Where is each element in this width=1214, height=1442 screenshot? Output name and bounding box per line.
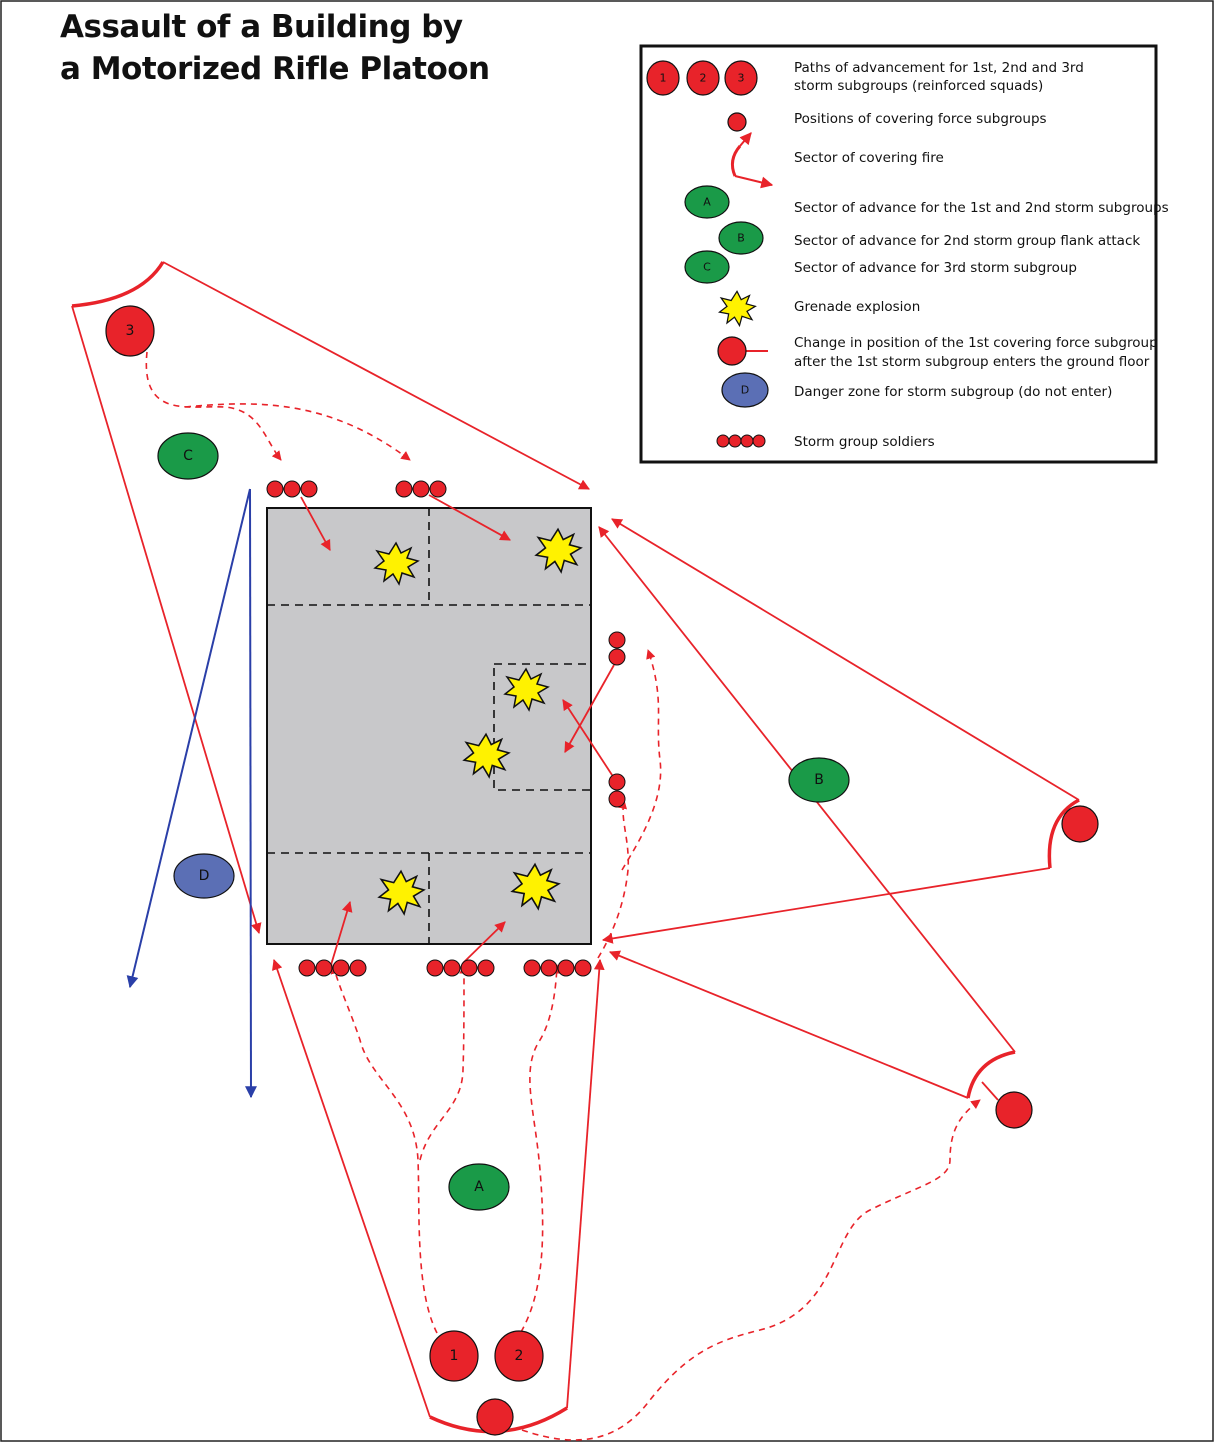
- sector-markers: C B A D: [157, 432, 850, 1211]
- legend-covering-position-icon: [727, 112, 747, 132]
- legend-storm-paths-line1: Paths of advancement for 1st, 2nd and 3r…: [794, 60, 1084, 76]
- covering-force-bottom-right: [995, 1091, 1033, 1129]
- soldiers-bottom-2: [426, 959, 495, 977]
- internal-assault-arrows: [300, 494, 615, 966]
- soldiers-right-upper: [608, 631, 626, 666]
- soldiers-top-right: [395, 480, 447, 498]
- sector-c: [157, 432, 219, 480]
- legend-storm-paths-line2: storm subgroups (reinforced squads): [794, 78, 1043, 94]
- legend-sector-c-icon: [684, 250, 730, 284]
- storm-subgroup-2-label: 2: [515, 1348, 524, 1364]
- sector-b-label: B: [814, 772, 824, 788]
- legend-danger-zone: Danger zone for storm subgroup (do not e…: [794, 384, 1112, 400]
- legend-storm-markers: 1 2 3: [646, 60, 758, 96]
- legend-sector-b-icon: [718, 221, 764, 255]
- legend-danger-zone-icon: [721, 372, 769, 408]
- sector-a: [448, 1163, 510, 1211]
- storm-subgroup-3: [105, 305, 155, 357]
- title-line-2: a Motorized Rifle Platoon: [60, 51, 490, 87]
- legend-covering-positions: Positions of covering force subgroups: [794, 111, 1047, 127]
- legend-danger-letter: D: [741, 384, 749, 397]
- legend-grenade: Grenade explosion: [794, 299, 920, 315]
- danger-zone-d-label: D: [199, 868, 210, 884]
- legend: 1 2 3 Paths of advancement for 1st, 2nd …: [639, 44, 1169, 464]
- legend-position-change-icon: [717, 336, 768, 366]
- storm-subgroup-2: [494, 1330, 544, 1382]
- danger-zone-arrows: [126, 488, 257, 1099]
- legend-soldiers-icon: [716, 434, 766, 448]
- legend-position-change-line2: after the 1st storm subgroup enters the …: [794, 354, 1150, 370]
- covering-force-right: [1061, 805, 1099, 843]
- legend-sector-b-letter: B: [737, 232, 745, 245]
- legend-position-change-line1: Change in position of the 1st covering f…: [794, 335, 1158, 351]
- sector-c-label: C: [183, 448, 193, 464]
- bottom-right-arc: [966, 1050, 1016, 1099]
- legend-sector-a: Sector of advance for the 1st and 2nd st…: [794, 200, 1169, 216]
- sector-a-label: A: [474, 1179, 484, 1195]
- building-interior-walls: [267, 508, 592, 944]
- legend-soldiers: Storm group soldiers: [794, 434, 935, 450]
- covering-fire-sectors: [71, 261, 1080, 1434]
- covering-force-bottom: [476, 1398, 514, 1436]
- legend-covering-fire: Sector of covering fire: [794, 150, 944, 166]
- right-arc: [1047, 798, 1080, 869]
- danger-zone-d: [173, 853, 235, 899]
- legend-sector-b: Sector of advance for 2nd storm group fl…: [794, 233, 1140, 249]
- legend-marker-1: 1: [660, 72, 667, 85]
- storm-subgroup-markers: 3 1 2: [105, 305, 544, 1382]
- legend-sector-c-letter: C: [703, 261, 711, 274]
- diagram-title: Assault of a Building by a Motorized Rif…: [60, 6, 490, 90]
- storm-subgroup-1: [429, 1330, 479, 1382]
- soldier-groups: [266, 480, 626, 977]
- legend-sector-c: Sector of advance for 3rd storm subgroup: [794, 260, 1077, 276]
- title-line-1: Assault of a Building by: [60, 9, 463, 45]
- top-left-arc: [71, 261, 165, 308]
- storm-subgroup-1-label: 1: [450, 1348, 459, 1364]
- soldiers-bottom-3: [523, 959, 592, 977]
- legend-sector-a-icon: [684, 185, 730, 219]
- legend-sector-a-letter: A: [703, 196, 711, 209]
- storm-advance-paths: [145, 351, 981, 1441]
- soldiers-right-lower: [608, 773, 626, 808]
- sector-b: [788, 757, 850, 803]
- legend-marker-2: 2: [700, 72, 707, 85]
- storm-subgroup-3-label: 3: [126, 323, 135, 339]
- soldiers-top-left: [266, 480, 318, 498]
- covering-force-positions: [476, 805, 1099, 1436]
- soldiers-bottom-1: [298, 959, 367, 977]
- legend-covering-fire-icon: [730, 132, 774, 189]
- legend-marker-3: 3: [738, 72, 745, 85]
